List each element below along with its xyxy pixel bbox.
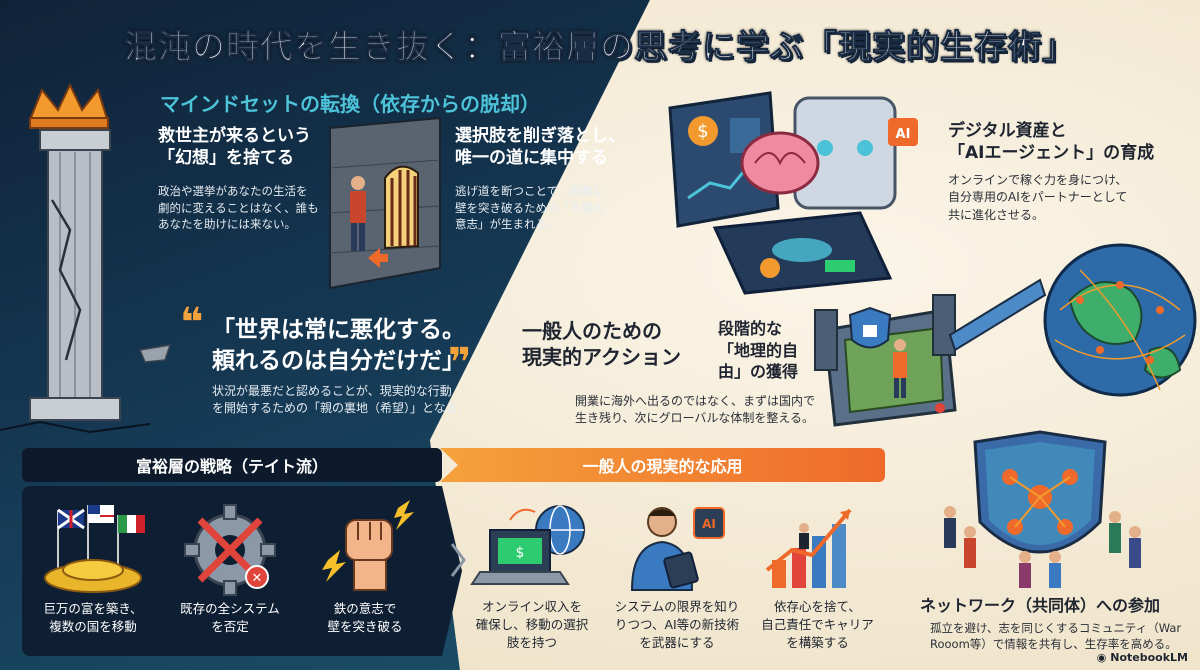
actions-title: 一般人のための 現実的アクション bbox=[522, 319, 681, 369]
strategy-caption: 既存の全システム を否定 bbox=[180, 601, 280, 635]
quote-close-mark: ❞ bbox=[448, 340, 472, 386]
arrow-right-icon bbox=[450, 543, 466, 577]
digital-title: デジタル資産と 「AIエージェント」の育成 bbox=[948, 121, 1155, 164]
network-body: 孤立を避け、志を同じくするコミュニティ（War Rooom等）で情報を共有し、生… bbox=[930, 621, 1182, 652]
globe-illustration bbox=[1043, 243, 1197, 397]
notebooklm-icon: ◉ bbox=[1096, 651, 1107, 664]
broken-pillar-illustration bbox=[0, 82, 172, 434]
digital-body: オンラインで稼ぐ力を身につけ、 自分専用のAIをパートナーとして 共に進化させる… bbox=[948, 173, 1128, 222]
growth-chart-icon bbox=[765, 508, 852, 588]
person-icon bbox=[350, 176, 366, 251]
quote-open-mark: ❝ bbox=[180, 300, 204, 346]
wall-door-illustration bbox=[329, 116, 441, 290]
laptop-globe-icon: $ bbox=[470, 505, 585, 585]
quote-text: 「世界は常に悪化する。 頼れるのは自分だけだ」 bbox=[212, 317, 465, 375]
page-title: 混沌の時代を生き抜く：富裕層の思考に学ぶ「現実的生存術」 bbox=[124, 27, 1076, 67]
mindset-heading: マインドセットの転換（依存からの脱却） bbox=[160, 92, 540, 116]
gear-cross-icon: ✕ bbox=[184, 504, 276, 596]
strategy-caption: 巨万の富を築き、 複数の国を移動 bbox=[43, 601, 143, 635]
people-group-icon bbox=[944, 506, 1141, 588]
fist-icon bbox=[322, 500, 414, 591]
geo-body: 開業に海外へ出るのではなく、まずは国内で 生き残り、次にグローバルな体制を整える… bbox=[575, 394, 816, 426]
coin-icon bbox=[688, 116, 718, 146]
lock-shield-icon bbox=[848, 306, 892, 349]
svg-text:$: $ bbox=[697, 121, 708, 142]
network-shield-illustration bbox=[944, 430, 1141, 588]
digital-ai-illustration: $ AI bbox=[668, 91, 918, 295]
mindset-block2-title: 選択肢を削ぎ落とし、 唯一の道に集中する bbox=[455, 126, 625, 169]
application-caption: システムの限界を知り りつつ、AI等の新技術 を武器にする bbox=[614, 599, 740, 651]
map-pin-icon bbox=[935, 403, 945, 413]
strategy-caption: 鉄の意志で 壁を突き破る bbox=[327, 601, 403, 635]
wealthy-strategy-band: 富裕層の戦略（テイト流） bbox=[22, 448, 442, 482]
mindset-block1-body: 政治や選挙があなたの生活を 劇的に変えることはなく、誰も あなたを助けには来ない… bbox=[158, 184, 319, 232]
person-icon bbox=[799, 523, 809, 549]
application-caption: オンライン収入を 確保し、移動の選択 肢を持つ bbox=[475, 599, 589, 651]
quote-body: 状況が最悪だと認めることが、現実的な行動 を開始するための「親の裏地（希望）」と… bbox=[212, 384, 470, 416]
person-tablet-icon: AI bbox=[630, 507, 725, 591]
notebooklm-logo: ◉ NotebookLM bbox=[1096, 651, 1188, 664]
svg-text:$: $ bbox=[516, 545, 525, 561]
svg-text:AI: AI bbox=[702, 517, 716, 531]
geo-title: 段階的な 「地理的自 由」の獲得 bbox=[718, 319, 799, 382]
application-caption: 依存心を捨て、 自己責任でキャリア を構築する bbox=[761, 599, 874, 651]
network-title: ネットワーク（共同体）への参加 bbox=[920, 596, 1161, 615]
mindset-block1-title: 救世主が来るという 「幻想」を捨てる bbox=[158, 126, 311, 169]
flags-gold-icon bbox=[44, 505, 145, 593]
practical-application-band: 一般人の現実的な応用 bbox=[440, 448, 885, 482]
svg-text:AI: AI bbox=[896, 127, 911, 142]
crown-icon bbox=[28, 82, 110, 129]
person-icon bbox=[893, 339, 907, 398]
svg-text:✕: ✕ bbox=[252, 571, 263, 586]
castle-bridge-illustration bbox=[814, 278, 1047, 427]
mindset-block2-body: 逃げ道を断つことで、困難な 壁を突き破るための「不屈の 意志」が生まれる。 bbox=[455, 184, 605, 232]
